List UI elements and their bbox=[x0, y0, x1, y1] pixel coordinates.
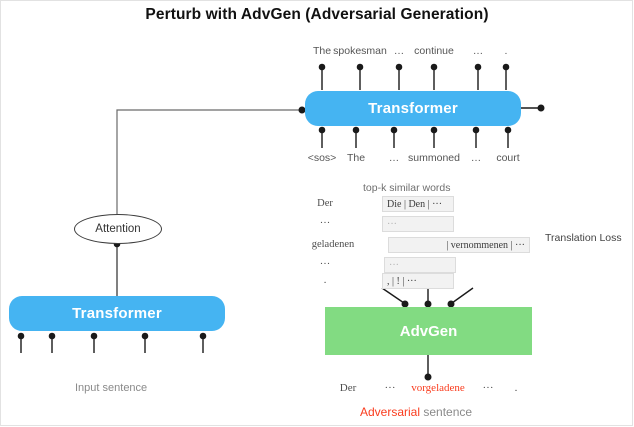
output-token: continue bbox=[414, 45, 454, 57]
top-transformer-right-stub bbox=[521, 104, 545, 112]
transformer-to-attention-wire bbox=[113, 240, 121, 296]
adversarial-token-perturbed: vorgeladene bbox=[411, 382, 465, 394]
topk-candidates-cell[interactable]: ··· bbox=[382, 216, 454, 232]
output-token: spokesman bbox=[333, 45, 387, 57]
adversarial-token: ··· bbox=[384, 382, 396, 394]
advgen-to-adversarial-arrow bbox=[424, 355, 432, 381]
decoder-input-token: … bbox=[470, 152, 482, 164]
attention-to-top-transformer-wire bbox=[116, 109, 300, 214]
adversarial-token: . bbox=[514, 382, 518, 394]
topk-label: top-k similar words bbox=[363, 182, 451, 194]
topk-candidates-cell[interactable]: | vernommenen | ··· bbox=[388, 237, 530, 253]
topk-candidates-cell[interactable]: ··· bbox=[384, 257, 456, 273]
adversarial-caption-rest: sentence bbox=[420, 405, 473, 419]
transformer-top-box[interactable]: Transformer bbox=[305, 91, 521, 126]
output-token: … bbox=[393, 45, 405, 57]
adversarial-token: Der bbox=[339, 382, 357, 394]
output-arrows bbox=[318, 63, 510, 90]
decoder-input-token: The bbox=[346, 152, 366, 164]
adversarial-sentence-caption: Adversarial sentence bbox=[360, 405, 472, 419]
decoder-input-token: court bbox=[496, 152, 520, 164]
adversarial-caption-highlight: Adversarial bbox=[360, 405, 421, 419]
encoder-input-arrows bbox=[17, 332, 207, 353]
advgen-box[interactable]: AdvGen bbox=[325, 307, 532, 355]
decoder-input-token: … bbox=[388, 152, 400, 164]
page-title: Perturb with AdvGen (Adversarial Generat… bbox=[145, 6, 489, 23]
attention-node[interactable]: Attention bbox=[74, 214, 162, 244]
adversarial-token: ··· bbox=[482, 382, 494, 394]
decoder-input-arrows bbox=[318, 126, 512, 148]
topk-source-word: ··· bbox=[319, 259, 331, 270]
topk-to-advgen-arrows bbox=[381, 287, 474, 308]
topk-source-word: Der bbox=[317, 198, 333, 209]
translation-loss-label: Translation Loss bbox=[545, 232, 622, 244]
transformer-bottom-box[interactable]: Transformer bbox=[9, 296, 225, 331]
output-token: The bbox=[312, 45, 332, 57]
topk-candidates-cell[interactable]: Die | Den | ··· bbox=[382, 196, 454, 212]
topk-source-word: . bbox=[323, 275, 327, 286]
output-token: … bbox=[472, 45, 484, 57]
topk-source-word: geladenen bbox=[311, 239, 355, 250]
decoder-input-token: summoned bbox=[408, 152, 460, 164]
input-sentence-label: Input sentence bbox=[75, 382, 148, 394]
topk-candidates-cell[interactable]: , | ! | ··· bbox=[382, 273, 454, 289]
output-token: . bbox=[504, 45, 508, 57]
topk-source-word: ··· bbox=[319, 218, 331, 229]
decoder-input-token: <sos> bbox=[307, 152, 337, 164]
